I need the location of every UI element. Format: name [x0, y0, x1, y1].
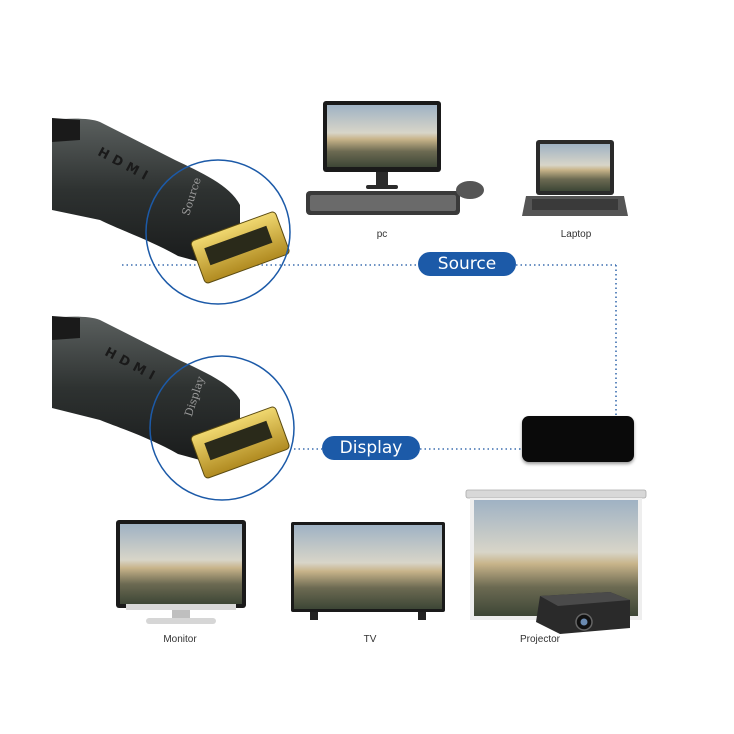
- projector-label: Projector: [519, 634, 560, 645]
- pc-label: pc: [376, 229, 388, 240]
- hdmi-source-plug: [52, 118, 291, 305]
- tv-icon: [291, 522, 445, 620]
- source-pill: Source: [418, 252, 516, 276]
- monitor-icon: [116, 520, 246, 624]
- hdmi-connector-block: [522, 416, 634, 462]
- pc-icon: [306, 101, 484, 215]
- connection-lines: [122, 264, 617, 450]
- laptop-icon: [522, 140, 628, 216]
- laptop-label: Laptop: [560, 229, 592, 240]
- tv-label: TV: [363, 634, 377, 645]
- monitor-label: Monitor: [163, 634, 197, 645]
- projector-icon: [465, 489, 647, 634]
- display-pill: Display: [322, 436, 420, 460]
- hdmi-display-plug: [52, 316, 295, 501]
